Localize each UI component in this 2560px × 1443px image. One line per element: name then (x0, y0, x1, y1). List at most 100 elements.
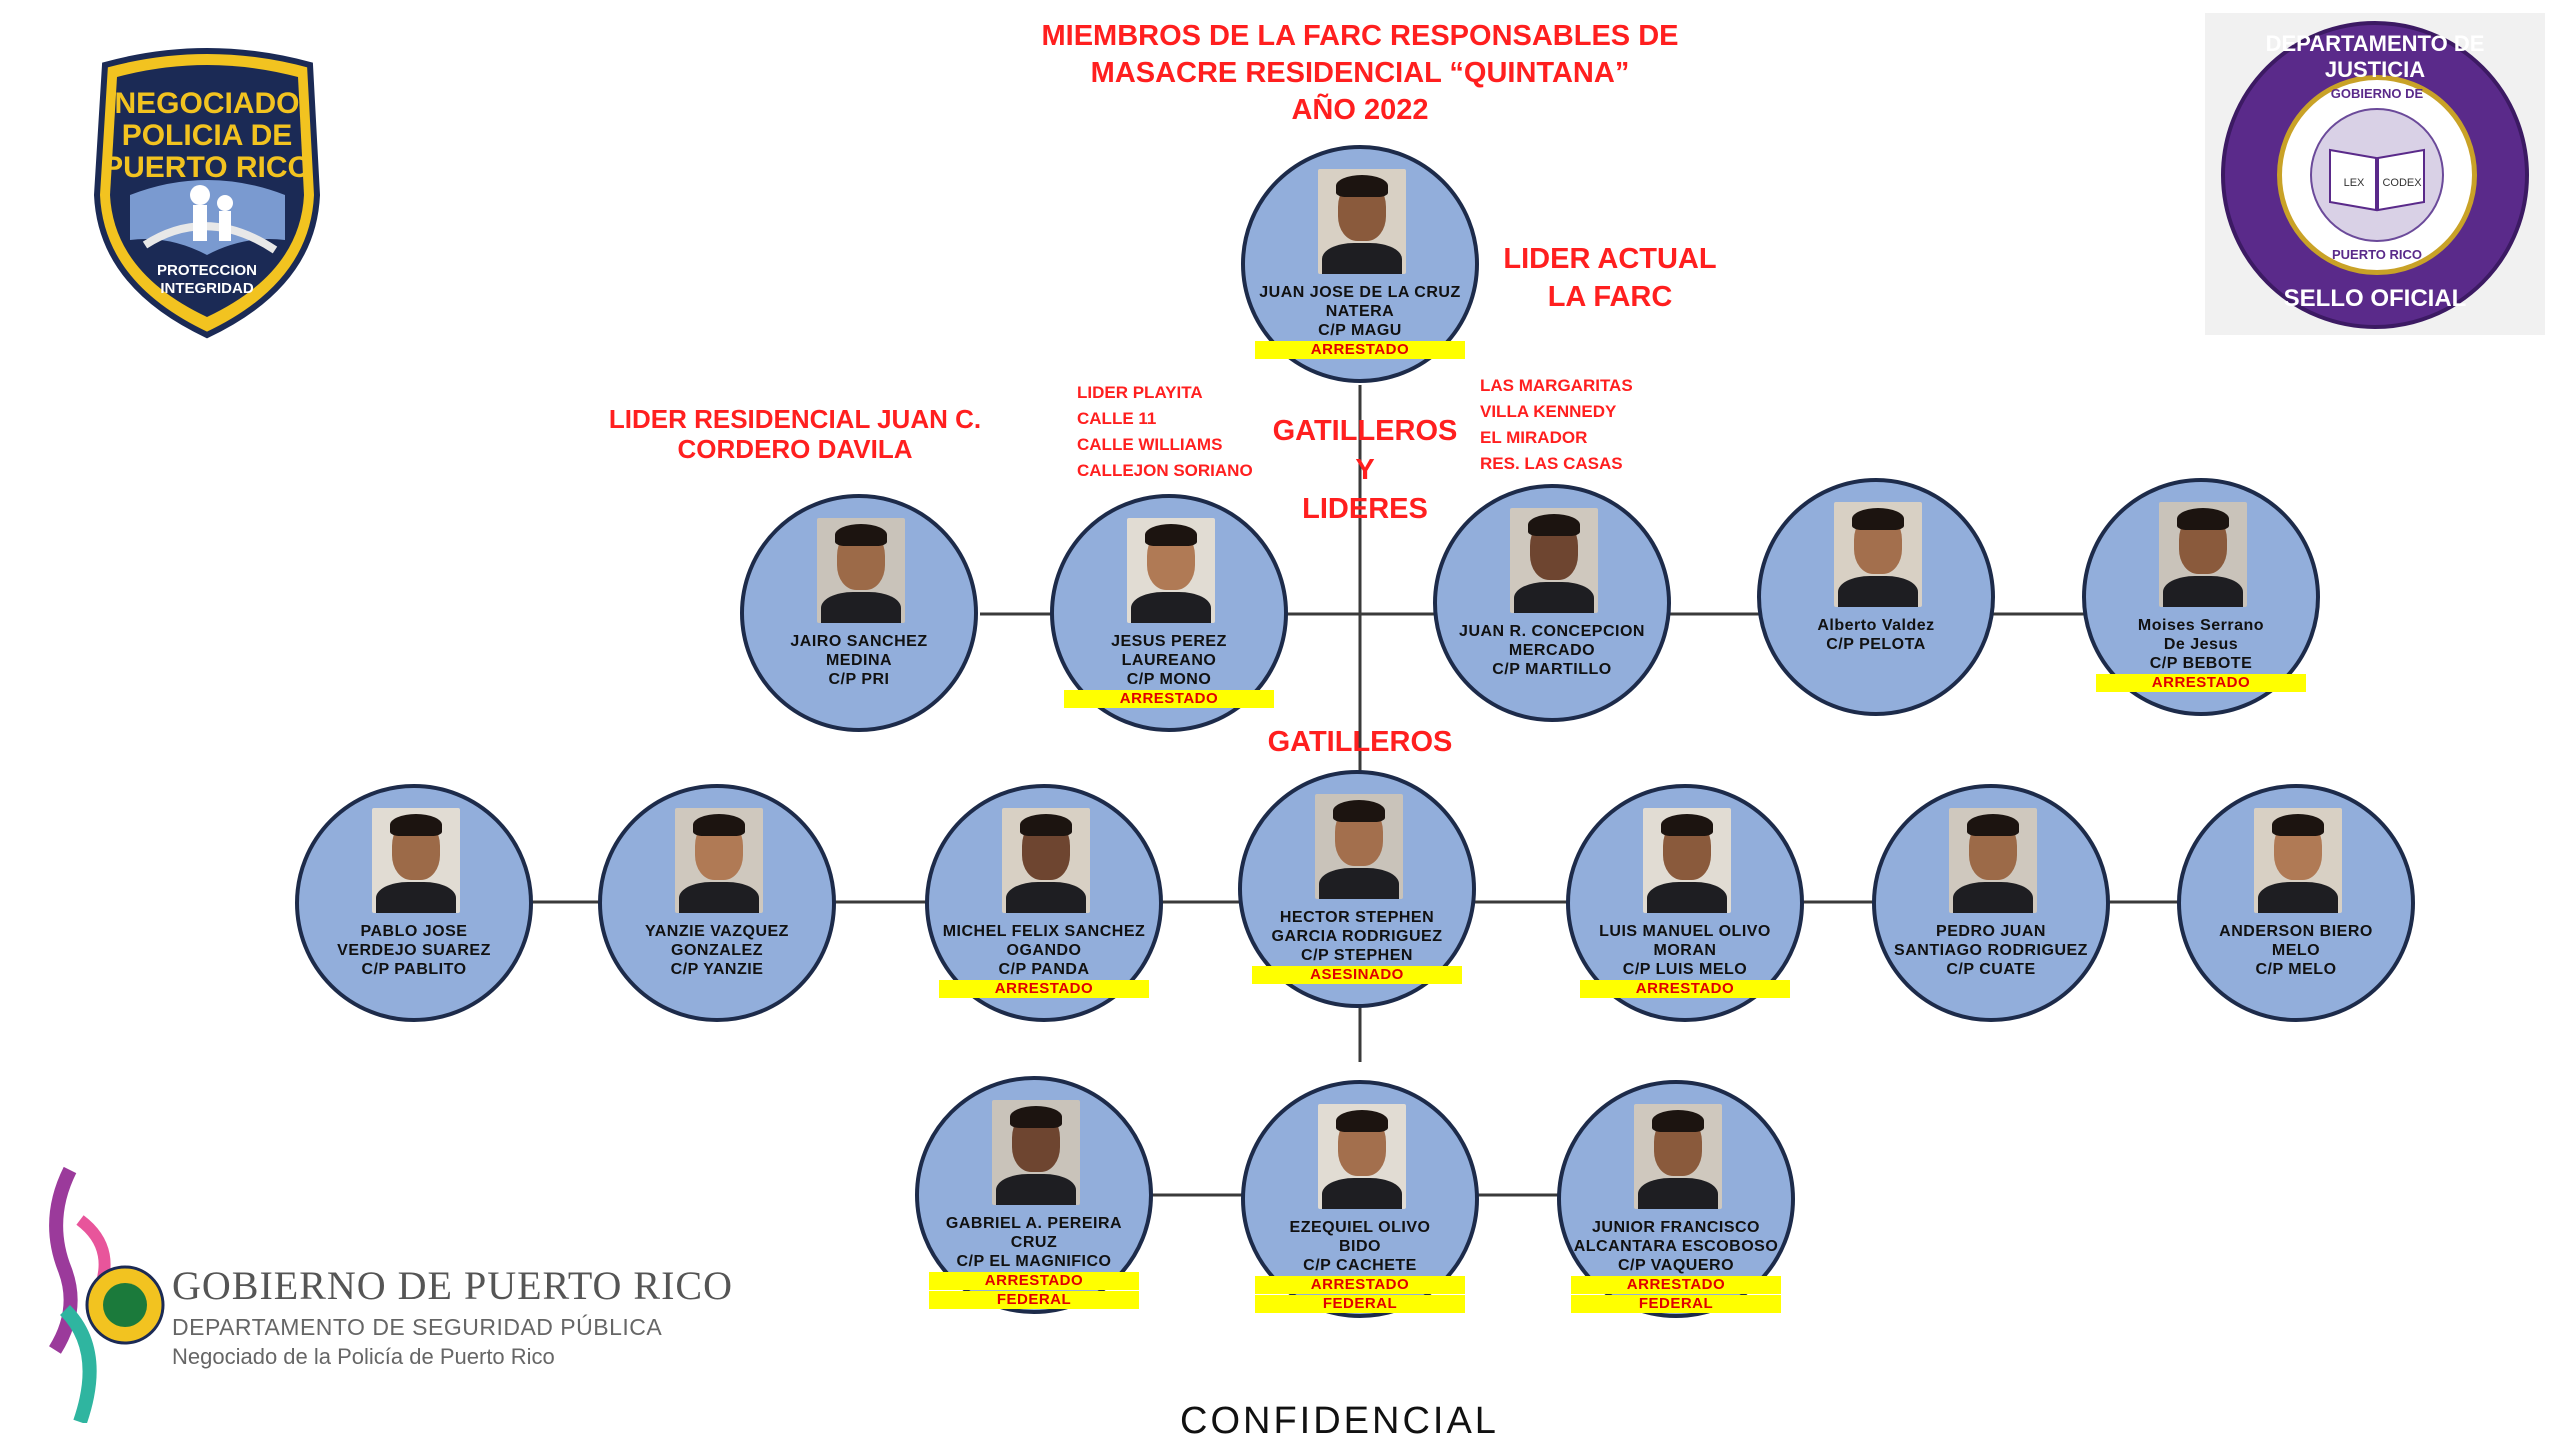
doj-seal: LEX CODEX GOBIERNO DE PUERTO RICO DEPART… (2205, 13, 2545, 335)
person-label-line: Alberto Valdez (1817, 617, 1935, 634)
person-label-line: C/P CUATE (1946, 961, 2036, 978)
status-badge: FEDERAL (1571, 1295, 1781, 1313)
mugshot-photo (1127, 518, 1215, 623)
person-label-line: HECTOR STEPHEN (1279, 909, 1435, 926)
doj-seal-ring: LEX CODEX GOBIERNO DE PUERTO RICO (2277, 75, 2477, 275)
status-badge: ASESINADO (1252, 966, 1462, 984)
mugshot-photo (1002, 808, 1090, 913)
node-martillo: JUAN R. CONCEPCION MERCADO C/P MARTILLO (1433, 484, 1671, 722)
residencial-line-2: CORDERO DAVILA (677, 434, 913, 464)
person-label-line: PABLO JOSE (360, 923, 468, 940)
person-label-line: C/P BEBOTE (2149, 655, 2253, 672)
title-line-3: AÑO 2022 (1291, 94, 1429, 126)
mugshot-photo (372, 808, 460, 913)
person-label-line: MERCADO (1508, 642, 1596, 659)
person-label-line: JUAN R. CONCEPCION (1459, 623, 1645, 640)
doj-title: DEPARTAMENTO DE JUSTICIA (2265, 31, 2485, 82)
person-label-line: CRUZ (1010, 1234, 1058, 1251)
playita-line-2: CALLE 11 (1077, 409, 1157, 428)
person-label-line: JUNIOR FRANCISCO (1591, 1219, 1760, 1236)
status-badge: ARRESTADO (939, 980, 1149, 998)
person-label-line: YANZIE VAZQUEZ (645, 923, 789, 940)
police-logo-line-2: POLICIA DE (122, 119, 293, 152)
person-label-line: Moises Serrano (2137, 617, 2265, 634)
person-label-line: JUAN JOSE DE LA CRUZ (1259, 284, 1461, 301)
person-label-line: GABRIEL A. PEREIRA (945, 1215, 1123, 1232)
person-label-line: JESUS PEREZ (1111, 633, 1227, 650)
person-label-line: ALCANTARA ESCOBOSO (1573, 1238, 1779, 1255)
status-badge: ARRESTADO (1255, 341, 1465, 359)
status-badge: ARRESTADO (1571, 1276, 1781, 1294)
person-label-line: De Jesus (2163, 636, 2239, 653)
mugshot-photo (675, 808, 763, 913)
person-label-line: EZEQUIEL OLIVO (1289, 1219, 1431, 1236)
person-label-line: BIDO (1339, 1238, 1381, 1255)
mugshot-photo (1510, 508, 1598, 613)
person-label-line: LAUREANO (1121, 652, 1217, 669)
mugshot-photo (2254, 808, 2342, 913)
government-logo (25, 1160, 685, 1423)
gatilleros-lideres-line-3: LIDERES (1302, 493, 1428, 525)
title-line-1: MIEMBROS DE LA FARC RESPONSABLES DE (1041, 20, 1679, 52)
person-label-line: SANTIAGO RODRIGUEZ (1894, 942, 2088, 959)
mugshot-photo (1834, 502, 1922, 607)
person-label-line: ANDERSON BIERO (2219, 923, 2373, 940)
doj-puerto-rico: PUERTO RICO (2331, 247, 2423, 262)
margaritas-line-1: LAS MARGARITAS (1480, 376, 1633, 395)
gatilleros-lideres-note: GATILLEROS Y LIDERES (1250, 412, 1480, 529)
person-label-line: MORAN (1653, 942, 1717, 959)
status-badge: ARRESTADO (1580, 980, 1790, 998)
person-label-line: GARCIA RODRIGUEZ (1271, 928, 1443, 945)
confidential-label: CONFIDENCIAL (1180, 1400, 1499, 1442)
gatilleros-lideres-line-1: GATILLEROS (1272, 415, 1458, 447)
person-label: JUAN R. CONCEPCION MERCADO C/P MARTILLO (1447, 622, 1657, 679)
person-label-line: C/P EL MAGNIFICO (956, 1253, 1112, 1270)
gatilleros-lideres-line-2: Y (1355, 454, 1375, 486)
police-logo-line-3: PUERTO RICO (103, 151, 311, 184)
doj-sello: SELLO OFICIAL (2283, 285, 2467, 312)
police-logo-motto-2: INTEGRIDAD (160, 280, 254, 297)
person-label-line: C/P YANZIE (670, 961, 764, 978)
playita-line-4: CALLEJON SORIANO (1077, 461, 1253, 480)
person-label-line: LUIS MANUEL OLIVO (1599, 923, 1771, 940)
person-label-line: NATERA (1325, 303, 1395, 320)
person-label-line: C/P CACHETE (1303, 1257, 1417, 1274)
gov-dept: DEPARTAMENTO DE SEGURIDAD PÚBLICA (172, 1314, 663, 1340)
title-line-2: MASACRE RESIDENCIAL “QUINTANA” (1090, 57, 1630, 89)
playita-line-3: CALLE WILLIAMS (1077, 435, 1223, 454)
person-label-line: C/P MELO (2255, 961, 2337, 978)
doj-gobierno: GOBIERNO DE (2330, 86, 2424, 101)
person-label-line: C/P LUIS MELO (1622, 961, 1748, 978)
person-label-line: JAIRO SANCHEZ (790, 633, 928, 650)
person-label-line: C/P MONO (1126, 671, 1212, 688)
current-leader-note: LIDER ACTUAL LA FARC (1480, 240, 1740, 316)
mugshot-photo (992, 1100, 1080, 1205)
police-logo-motto-1: PROTECCION (157, 262, 257, 279)
person-label-line: C/P PRI (828, 671, 890, 688)
person-label-line: C/P MARTILLO (1492, 661, 1612, 678)
node-pablito: PABLO JOSE VERDEJO SUAREZ C/P PABLITO (295, 784, 533, 1022)
doj-seal-book-icon: LEX CODEX (2310, 108, 2444, 242)
mugshot-photo (1634, 1104, 1722, 1209)
person-label-line: C/P PABLITO (361, 961, 467, 978)
margaritas-line-3: EL MIRADOR (1480, 428, 1588, 447)
margaritas-line-4: RES. LAS CASAS (1480, 454, 1623, 473)
doj-seal-outer: LEX CODEX GOBIERNO DE PUERTO RICO DEPART… (2221, 21, 2529, 329)
chart-title: MIEMBROS DE LA FARC RESPONSABLES DE MASA… (870, 18, 1850, 129)
person-label-line: VERDEJO SUAREZ (337, 942, 491, 959)
